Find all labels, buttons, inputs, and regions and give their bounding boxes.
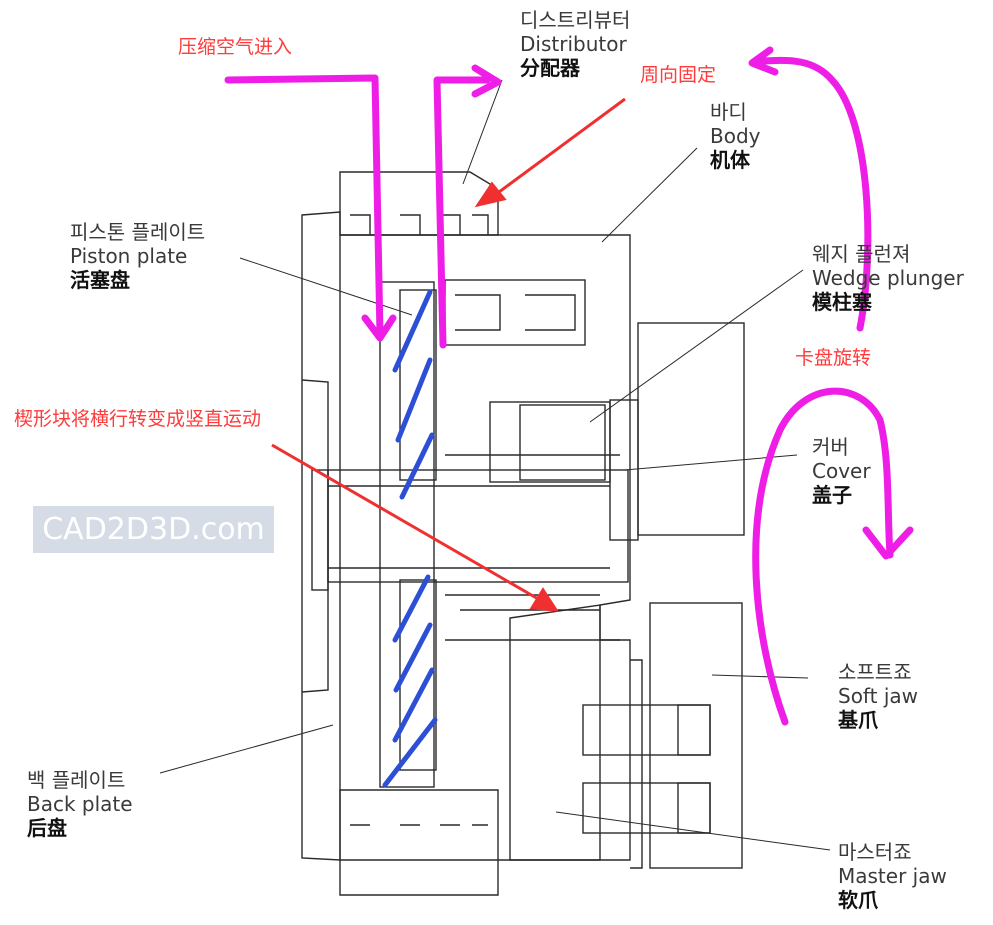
piston-plate-ko: 피스톤 플레이트: [70, 220, 206, 244]
red-arrows: [271, 97, 626, 612]
back-plate-label: 백 플레이트 Back plate 后盘: [27, 768, 133, 840]
chuck-rotate-note: 卡盘旋转: [795, 347, 872, 369]
distributor-label: 디스트리뷰터 Distributor 分配器: [520, 8, 630, 80]
wedge-plunger-en: Wedge plunger: [812, 266, 964, 290]
cover-en: Cover: [812, 459, 871, 483]
soft-jaw-zh: 基爪: [838, 708, 878, 732]
cover: [637, 322, 745, 536]
master-jaw-label: 마스터죠 Master jaw 软爪: [838, 840, 947, 912]
cover-ko: 커버: [812, 435, 849, 459]
piston-plate-label: 피스톤 플레이트 Piston plate 活塞盘: [70, 220, 205, 292]
blue-hatch-marks: [382, 289, 438, 788]
air-in-arrow-2: [433, 76, 491, 349]
distributor-en: Distributor: [520, 32, 627, 56]
body-ko: 바디: [710, 100, 747, 124]
cover-zh: 盖子: [812, 483, 852, 507]
soft-jaw-en: Soft jaw: [838, 684, 918, 708]
soft-jaw-label: 소프트죠 Soft jaw 基爪: [838, 660, 918, 732]
body-en: Body: [710, 124, 761, 148]
back-plate-ko: 백 플레이트: [27, 768, 126, 792]
body-zh: 机体: [710, 148, 750, 172]
wedge-plunger-ko: 웨지 플런져: [812, 242, 911, 266]
wedge-plunger: [444, 279, 586, 346]
chuck-drawing: [301, 171, 745, 896]
wedge-arrow: [271, 443, 541, 602]
wedge-plunger-zh: 模柱塞: [812, 290, 872, 314]
distributor-zh: 分配器: [520, 56, 580, 80]
piston-plate: [379, 281, 435, 788]
master-jaw-zh: 软爪: [838, 888, 878, 912]
back-plate-en: Back plate: [27, 792, 133, 816]
back-plate-outline: [301, 211, 341, 861]
air-in-note: 压缩空气进入: [178, 36, 293, 58]
fixed-arrow: [494, 97, 626, 197]
soft-jaw-ko: 소프트죠: [838, 660, 912, 684]
fixed-note: 周向固定: [640, 64, 717, 86]
magenta-arrows: [224, 46, 914, 726]
back-plate-zh: 后盘: [27, 816, 67, 840]
master-jaw: [509, 604, 601, 861]
piston-plate-zh: 活塞盘: [70, 268, 130, 292]
leader-lines: [159, 79, 831, 851]
watermark: CAD2D3D.com: [33, 506, 274, 553]
air-in-arrow-1: [224, 74, 384, 339]
center-shaft: [327, 469, 629, 583]
master-jaw-ko: 마스터죠: [838, 840, 912, 864]
wedge-note: 楔形块将横行转变成竖直运动: [14, 408, 262, 430]
master-jaw-en: Master jaw: [838, 864, 947, 888]
rotation-arrow-top: [751, 56, 872, 332]
distributor-ko: 디스트리뷰터: [520, 8, 631, 32]
rotation-arrow-bottom: [752, 387, 894, 726]
piston-plate-en: Piston plate: [70, 244, 188, 268]
body-label: 바디 Body 机体: [710, 100, 761, 172]
soft-jaw: [649, 602, 743, 869]
wedge-plunger-label: 웨지 플런져 Wedge plunger 模柱塞: [812, 242, 964, 314]
cover-label: 커버 Cover 盖子: [812, 435, 871, 507]
distributor-outline: [339, 171, 499, 236]
